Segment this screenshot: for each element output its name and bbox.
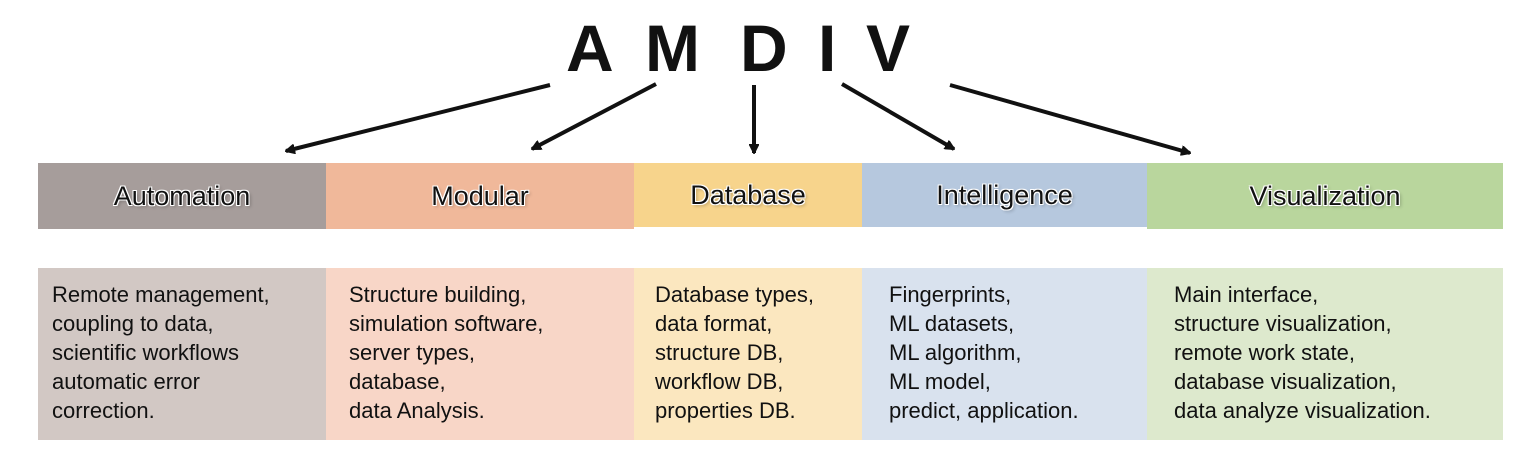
- box-modular: Structure building, simulation software,…: [326, 268, 634, 440]
- box-automation: Remote management, coupling to data, sci…: [38, 268, 326, 440]
- title-letter-a: A: [566, 11, 614, 85]
- box-line: Fingerprints,: [889, 282, 1012, 307]
- box-line: database visualization,: [1174, 369, 1397, 394]
- title-letter-d: D: [740, 11, 788, 85]
- box-visualization: Main interface, structure visualization,…: [1147, 268, 1503, 440]
- header-intelligence: Intelligence: [862, 163, 1147, 227]
- box-database: Database types, data format, structure D…: [634, 268, 862, 440]
- box-line: ML algorithm,: [889, 340, 1022, 365]
- header-modular: Modular: [326, 163, 634, 229]
- box-line: data analyze visualization.: [1174, 398, 1431, 423]
- header-visualization-label: Visualization: [1249, 180, 1401, 211]
- box-line: database,: [349, 369, 446, 394]
- header-modular-label: Modular: [431, 180, 529, 211]
- box-line: data Analysis.: [349, 398, 485, 423]
- header-database: Database: [634, 163, 862, 227]
- box-line: Remote management,: [52, 282, 270, 307]
- title-letter-i: I: [818, 11, 837, 85]
- arrow-modular: [532, 82, 657, 151]
- box-line: correction.: [52, 398, 155, 423]
- box-line: structure DB,: [655, 340, 784, 365]
- box-line: automatic error: [52, 369, 200, 394]
- box-line: ML datasets,: [889, 311, 1015, 336]
- box-line: coupling to data,: [52, 311, 214, 336]
- box-line: data format,: [655, 311, 773, 336]
- arrow-automation: [286, 83, 551, 151]
- header-visualization: Visualization: [1147, 163, 1503, 229]
- arrow-intelligence: [840, 82, 954, 151]
- box-line: structure visualization,: [1174, 311, 1392, 336]
- box-line: Database types,: [655, 282, 814, 307]
- header-intelligence-label: Intelligence: [936, 179, 1073, 210]
- box-line: predict, application.: [889, 398, 1079, 423]
- box-line: ML model,: [889, 369, 991, 394]
- title-letter-v: V: [866, 11, 911, 85]
- box-line: remote work state,: [1174, 340, 1355, 365]
- title-letter-m: M: [645, 11, 700, 85]
- header-automation-label: Automation: [113, 180, 251, 211]
- box-intelligence: Fingerprints, ML datasets, ML algorithm,…: [862, 268, 1147, 440]
- arrow-visualization: [949, 83, 1190, 153]
- box-line: simulation software,: [349, 311, 544, 336]
- box-line: server types,: [349, 340, 475, 365]
- header-automation: Automation: [38, 163, 326, 229]
- box-line: properties DB.: [655, 398, 796, 423]
- box-line: workflow DB,: [655, 369, 784, 394]
- box-line: Structure building,: [349, 282, 527, 307]
- header-database-label: Database: [690, 179, 806, 210]
- box-line: scientific workflows: [52, 340, 240, 365]
- box-line: Main interface,: [1174, 282, 1319, 307]
